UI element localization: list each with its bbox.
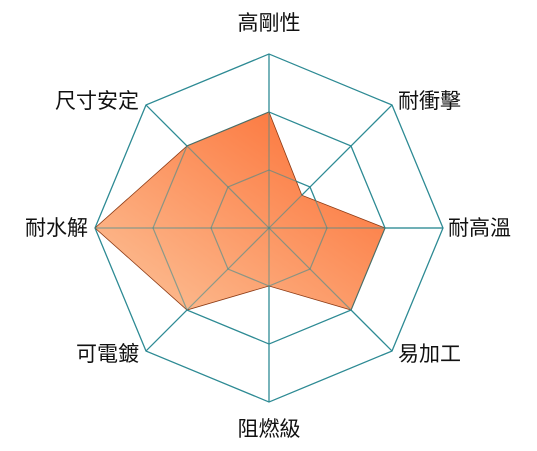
axis-label-heat-resistance: 耐高溫 — [448, 216, 511, 240]
grid-spoke-3-overlay — [268, 227, 393, 352]
axis-label-high-rigidity: 高剛性 — [238, 11, 301, 35]
axis-label-hydrolysis-resistance: 耐水解 — [25, 216, 88, 240]
radar-grid-overlay — [94, 53, 444, 403]
grid-spoke-1-overlay — [268, 104, 393, 229]
axis-label-dimensional-stability: 尺寸安定 — [55, 89, 139, 113]
axis-label-impact-resistance: 耐衝擊 — [398, 89, 461, 113]
axis-label-easy-processing: 易加工 — [398, 342, 461, 366]
axis-labels: 高剛性 耐衝擊 耐高溫 易加工 阻燃級 可電鍍 耐水解 尺寸安定 — [25, 11, 511, 441]
grid-spoke-5-overlay — [145, 227, 270, 352]
axis-label-flame-retardant: 阻燃級 — [238, 417, 301, 441]
grid-spoke-7-overlay — [145, 104, 270, 229]
axis-label-electroplatable: 可電鍍 — [76, 342, 139, 366]
